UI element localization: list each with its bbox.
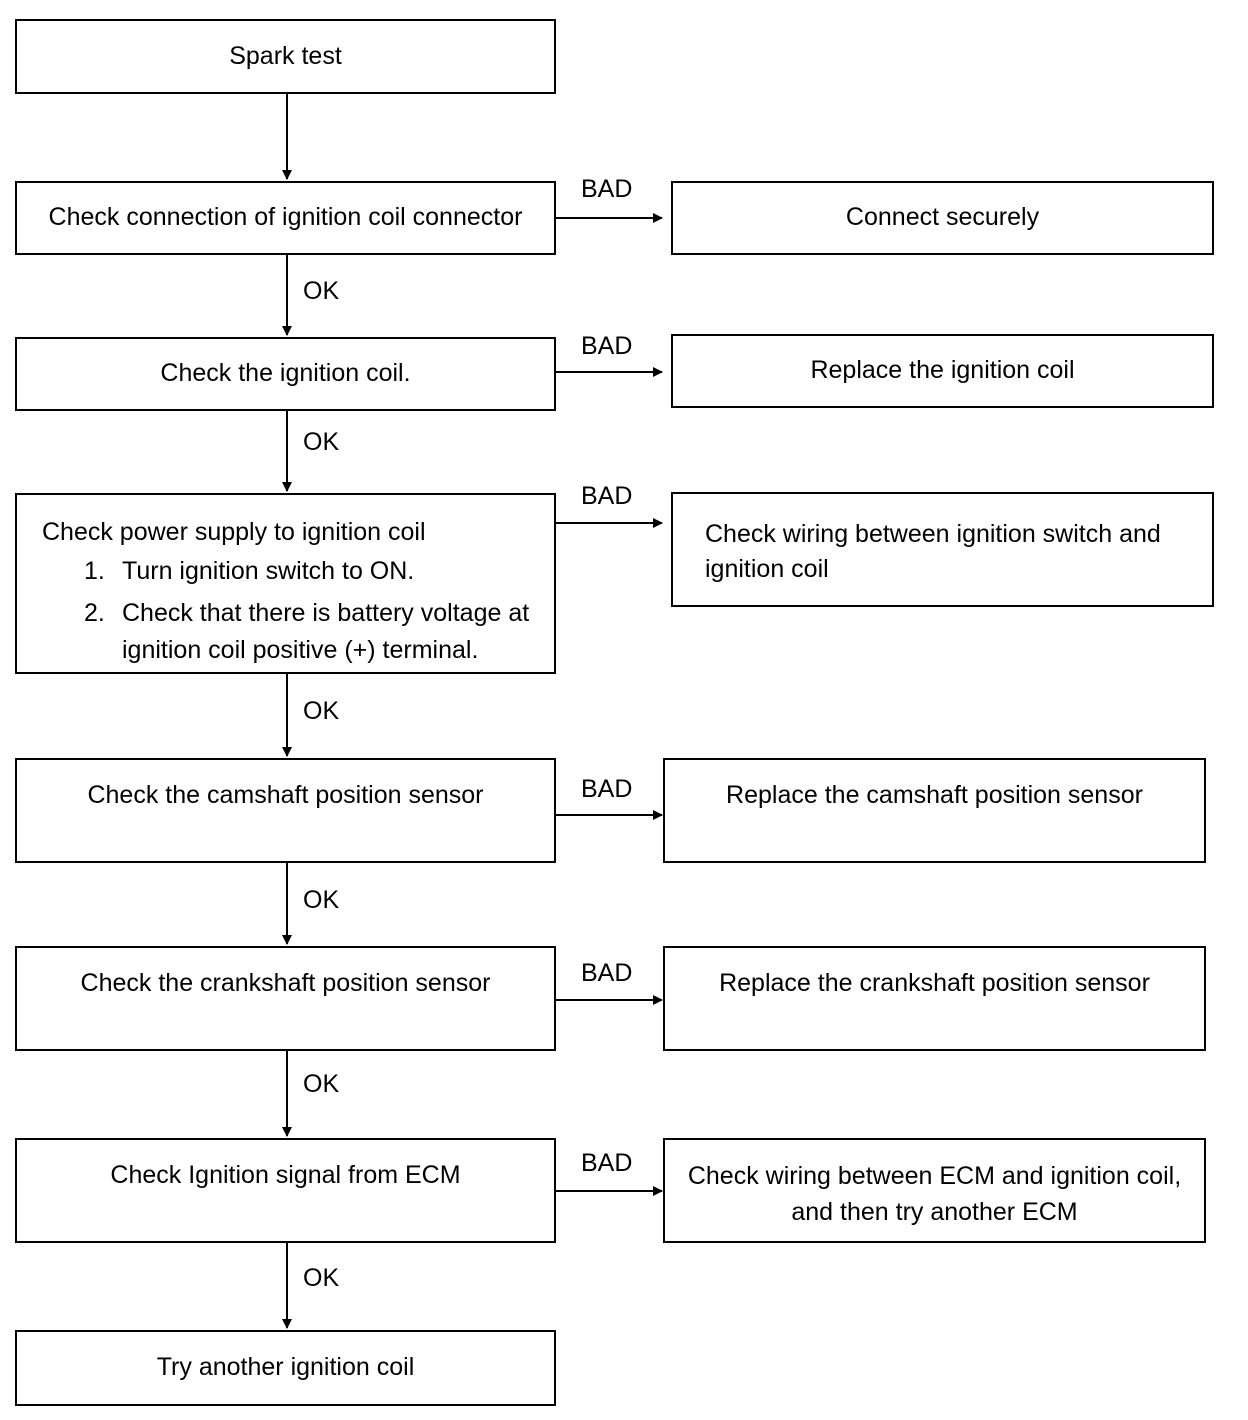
bad-label-crankshaft: BAD — [581, 959, 633, 987]
bad-label-coil: BAD — [581, 332, 633, 360]
action-replace-coil: Replace the ignition coil — [671, 334, 1214, 408]
action-replace-coil-label: Replace the ignition coil — [810, 356, 1075, 385]
action-connect-securely: Connect securely — [671, 181, 1214, 255]
bad-label-camshaft: BAD — [581, 775, 633, 803]
bad-label-connector: BAD — [581, 175, 633, 203]
ok-label-power-supply: OK — [303, 697, 340, 725]
step-check-ecm-signal: Check Ignition signal from ECM — [15, 1138, 556, 1243]
step-check-connector: Check connection of ignition coil connec… — [15, 181, 556, 255]
step-spark-test: Spark test — [15, 19, 556, 94]
step-check-camshaft-label: Check the camshaft position sensor — [87, 781, 484, 809]
power-supply-steps: 1. Turn ignition switch to ON. 2. Check … — [42, 553, 546, 668]
action-check-wiring-ecm-line1: Check wiring between ECM and ignition co… — [687, 1162, 1182, 1190]
action-check-wiring-switch-label: Check wiring between ignition switch and… — [705, 520, 1161, 583]
ok-label-crankshaft: OK — [303, 1070, 340, 1098]
step-check-crankshaft-label: Check the crankshaft position sensor — [80, 969, 491, 997]
action-check-wiring-ecm-line2: and then try another ECM — [791, 1198, 1078, 1227]
ok-label-ecm-signal: OK — [303, 1264, 340, 1292]
action-check-wiring-ecm: Check wiring between ECM and ignition co… — [663, 1138, 1206, 1243]
step-try-another-coil: Try another ignition coil — [15, 1330, 556, 1406]
power-supply-step-2-text: Check that there is battery voltage at i… — [122, 599, 530, 664]
power-supply-step-1: 1. Turn ignition switch to ON. — [42, 553, 546, 589]
action-replace-camshaft-label: Replace the camshaft position sensor — [726, 781, 1143, 809]
ok-label-coil: OK — [303, 428, 340, 456]
ok-label-connector: OK — [303, 277, 340, 305]
step-check-ecm-signal-label: Check Ignition signal from ECM — [110, 1161, 461, 1189]
step-check-crankshaft: Check the crankshaft position sensor — [15, 946, 556, 1051]
bad-label-power-supply: BAD — [581, 482, 633, 510]
step-check-power-supply: Check power supply to ignition coil 1. T… — [15, 493, 556, 674]
power-supply-title: Check power supply to ignition coil — [42, 518, 426, 546]
bad-label-ecm-signal: BAD — [581, 1149, 633, 1177]
power-supply-step-2: 2. Check that there is battery voltage a… — [42, 595, 546, 668]
step-try-another-coil-label: Try another ignition coil — [156, 1353, 415, 1382]
power-supply-step-2-num: 2. — [84, 599, 105, 628]
power-supply-step-1-num: 1. — [84, 557, 105, 585]
step-spark-test-label: Spark test — [229, 41, 342, 70]
step-check-connector-label: Check connection of ignition coil connec… — [48, 203, 523, 232]
power-supply-step-1-text: Turn ignition switch to ON. — [122, 557, 415, 585]
step-check-camshaft: Check the camshaft position sensor — [15, 758, 556, 863]
action-replace-crankshaft: Replace the crankshaft position sensor — [663, 946, 1206, 1051]
action-check-wiring-switch: Check wiring between ignition switch and… — [671, 492, 1214, 607]
step-check-coil: Check the ignition coil. — [15, 337, 556, 411]
action-connect-securely-label: Connect securely — [845, 203, 1040, 232]
step-check-coil-label: Check the ignition coil. — [160, 359, 411, 388]
action-replace-crankshaft-label: Replace the crankshaft position sensor — [719, 969, 1150, 997]
ok-label-camshaft: OK — [303, 886, 340, 914]
action-replace-camshaft: Replace the camshaft position sensor — [663, 758, 1206, 863]
